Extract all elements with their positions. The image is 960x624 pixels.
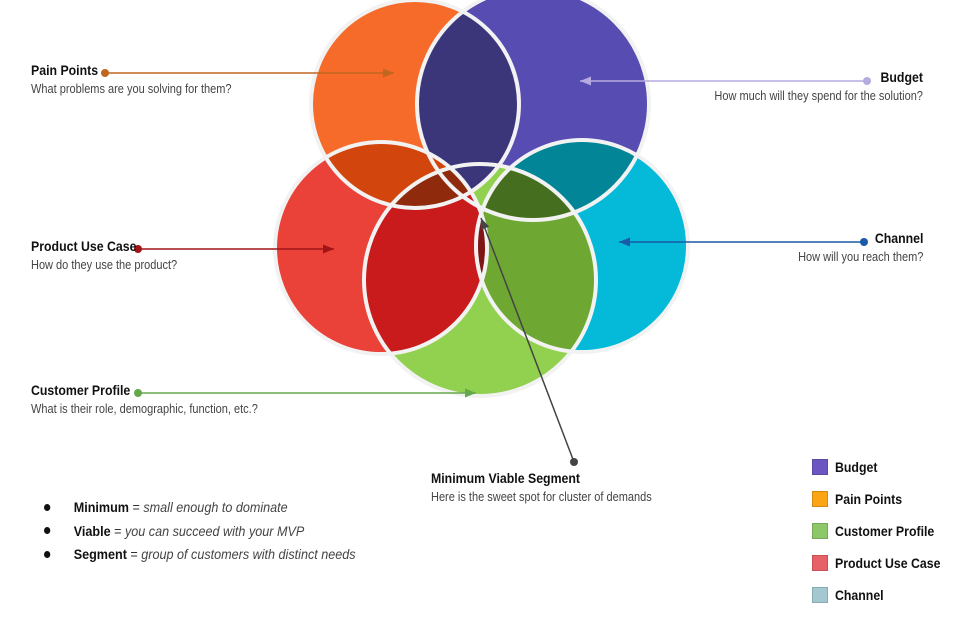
definition-text: you can succeed with your MVP bbox=[124, 522, 305, 539]
channel-label: Channel How will you reach them? bbox=[781, 230, 923, 264]
definition-item: Segment = group of customers with distin… bbox=[44, 543, 356, 567]
connector-dot-icon bbox=[863, 77, 871, 85]
legend-swatch bbox=[812, 587, 828, 603]
connector-dot-icon bbox=[101, 69, 109, 77]
overlap-pain-budget bbox=[417, 0, 519, 208]
definition-item: Minimum = small enough to dominate bbox=[44, 496, 356, 520]
budget-title: Budget bbox=[880, 69, 923, 85]
connector-dot-icon bbox=[570, 458, 578, 466]
legend-label: Customer Profile bbox=[835, 523, 935, 539]
legend-label: Product Use Case bbox=[835, 555, 941, 571]
bullet-dot-icon bbox=[44, 550, 51, 558]
product-use-case-title: Product Use Case bbox=[31, 238, 137, 254]
bullet-dot-icon bbox=[44, 503, 51, 511]
connector-dot-icon bbox=[134, 245, 142, 253]
legend-label: Budget bbox=[835, 459, 878, 475]
customer-profile-title: Customer Profile bbox=[31, 382, 131, 398]
minimum-viable-segment-title: Minimum Viable Segment bbox=[431, 470, 581, 486]
channel-title: Channel bbox=[874, 230, 923, 246]
legend-item-budget: Budget bbox=[812, 451, 955, 483]
budget-label: Budget How much will they spend for the … bbox=[686, 69, 923, 103]
pain-points-desc: What problems are you solving for them? bbox=[31, 82, 232, 96]
definition-list: Minimum = small enough to dominate Viabl… bbox=[44, 496, 390, 567]
legend-swatch bbox=[812, 459, 828, 475]
arrowhead-icon bbox=[323, 244, 334, 254]
definition-equals: = bbox=[126, 546, 142, 562]
connector-line bbox=[480, 217, 575, 463]
definition-term: Segment bbox=[73, 546, 127, 562]
minimum-viable-segment-desc: Here is the sweet spot for cluster of de… bbox=[431, 490, 652, 504]
connector-dot-icon bbox=[860, 238, 868, 246]
pain-points-title: Pain Points bbox=[31, 62, 99, 78]
product-use-case-desc: How do they use the product? bbox=[31, 258, 178, 272]
bullet-dot-icon bbox=[44, 527, 51, 535]
pain-points-label: Pain Points What problems are you solvin… bbox=[31, 62, 259, 96]
arrowhead-icon bbox=[383, 68, 394, 78]
channel-desc: How will you reach them? bbox=[797, 250, 923, 264]
legend-label: Pain Points bbox=[835, 491, 903, 507]
definition-term: Viable bbox=[73, 522, 111, 539]
definition-equals: = bbox=[129, 499, 144, 515]
customer-profile-label: Customer Profile What is their role, dem… bbox=[31, 382, 289, 416]
product-use-case-label: Product Use Case How do they use the pro… bbox=[31, 238, 197, 272]
arrowhead-icon bbox=[619, 237, 630, 247]
legend-item-channel: Channel bbox=[812, 579, 955, 611]
budget-desc: How much will they spend for the solutio… bbox=[714, 89, 923, 103]
arrowhead-icon bbox=[465, 388, 476, 398]
definition-text: small enough to dominate bbox=[143, 499, 288, 515]
minimum-viable-segment-label: Minimum Viable Segment Here is the sweet… bbox=[431, 470, 682, 504]
customer-profile-desc: What is their role, demographic, functio… bbox=[31, 402, 258, 416]
legend-swatch bbox=[812, 555, 828, 571]
legend-swatch bbox=[812, 523, 828, 539]
definition-term: Minimum bbox=[73, 499, 130, 515]
legend-swatch bbox=[812, 491, 828, 507]
arrowhead-icon bbox=[580, 76, 591, 86]
definition-item: Viable = you can succeed with your MVP bbox=[44, 520, 356, 544]
legend-label: Channel bbox=[835, 587, 884, 603]
legend: Budget Pain Points Customer Profile Prod… bbox=[812, 451, 955, 611]
connector-dot-icon bbox=[134, 389, 142, 397]
legend-item-pain-points: Pain Points bbox=[812, 483, 955, 515]
legend-item-customer-profile: Customer Profile bbox=[812, 515, 955, 547]
definition-text: group of customers with distinct needs bbox=[141, 546, 356, 562]
arrowhead-icon bbox=[480, 218, 490, 230]
definition-equals: = bbox=[110, 522, 125, 539]
legend-item-product-use-case: Product Use Case bbox=[812, 547, 955, 579]
